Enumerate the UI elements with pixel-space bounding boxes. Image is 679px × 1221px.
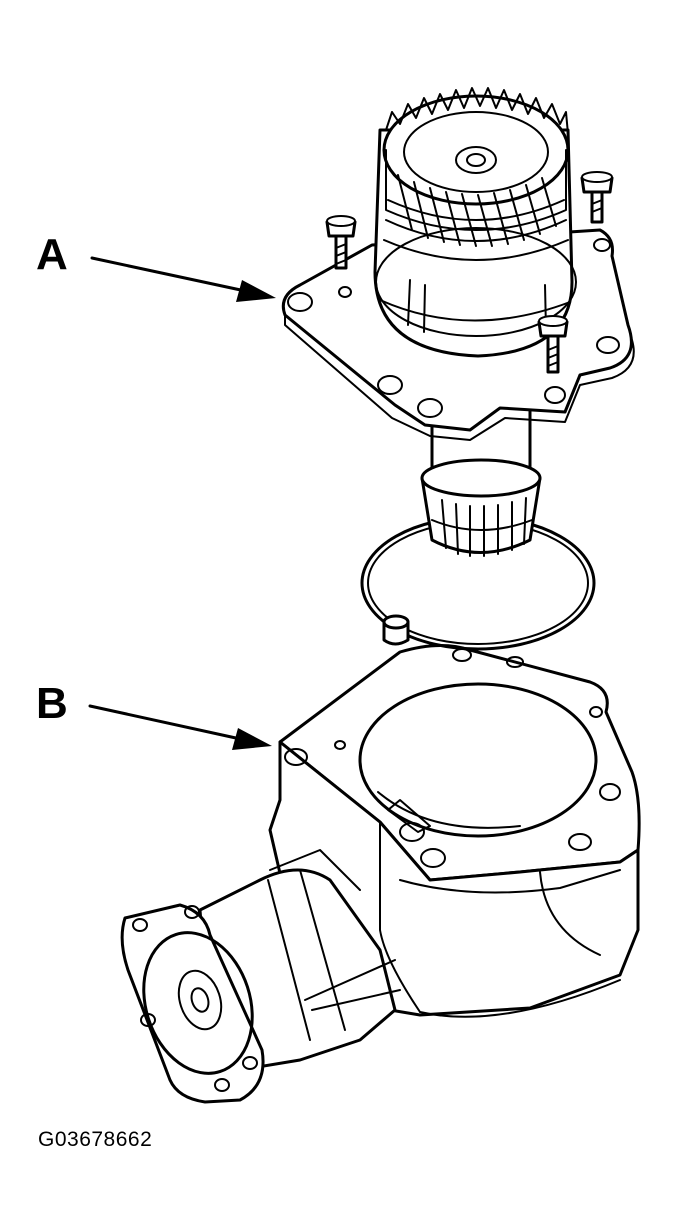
bolt-front <box>537 315 569 374</box>
bolt-left <box>325 215 357 270</box>
callout-label-a: A <box>36 230 68 279</box>
dowel-pin <box>382 614 410 646</box>
housing-nose <box>120 849 401 1104</box>
arrow-b <box>88 704 272 750</box>
carrier-assembly-a <box>281 87 635 557</box>
bolt-right <box>580 171 614 224</box>
pinion-bearing <box>420 458 542 557</box>
callout-label-b: B <box>36 679 68 728</box>
figure-code: G03678662 <box>38 1128 153 1151</box>
arrow-a <box>90 256 276 302</box>
helical-gear <box>382 87 570 247</box>
